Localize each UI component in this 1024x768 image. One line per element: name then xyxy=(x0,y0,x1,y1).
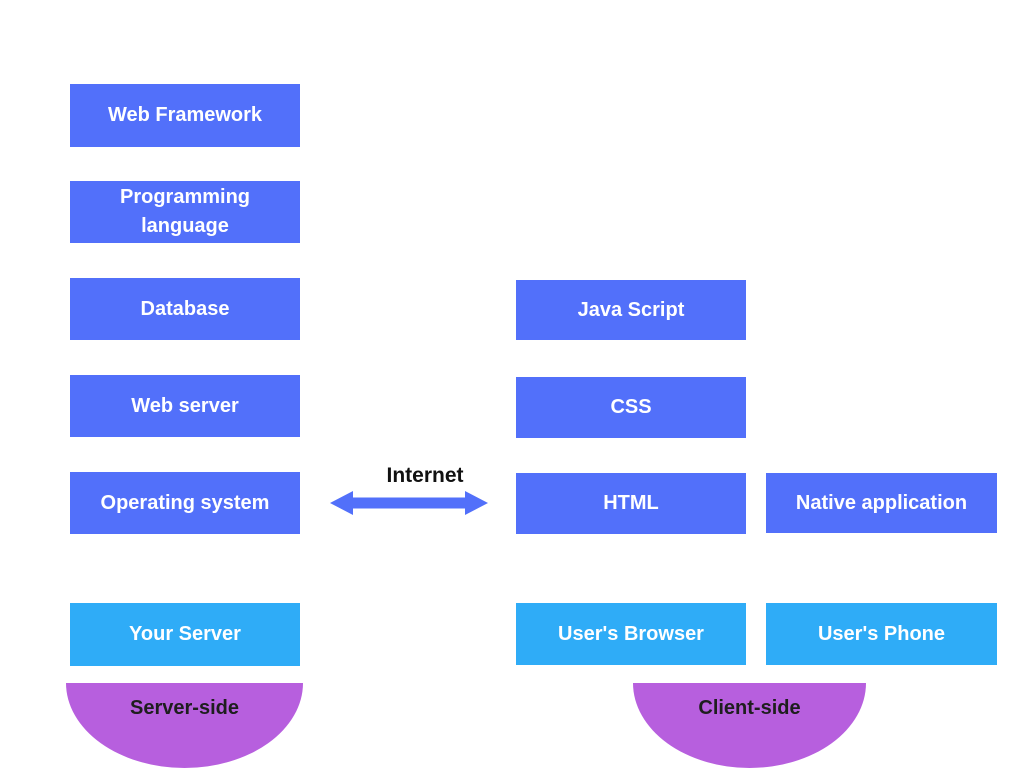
box-web-server: Web server xyxy=(70,375,300,437)
box-html: HTML xyxy=(516,473,746,534)
box-programming-language-label: Programming language xyxy=(119,186,251,237)
box-your-server-label: Your Server xyxy=(129,623,241,645)
client-side-platform: Client-side xyxy=(633,683,866,768)
internet-label: Internet xyxy=(386,464,464,487)
box-native-application: Native application xyxy=(766,473,997,533)
box-programming-language: Programming language xyxy=(70,181,300,243)
box-javascript-label: Java Script xyxy=(577,298,685,321)
box-css-label: CSS xyxy=(610,396,652,418)
box-operating-system: Operating system xyxy=(70,472,300,534)
server-side-platform: Server-side xyxy=(66,683,303,768)
box-database: Database xyxy=(70,278,300,340)
internet-arrow-icon xyxy=(330,491,488,515)
box-web-server-label: Web server xyxy=(131,394,239,417)
box-users-phone: User's Phone xyxy=(766,603,997,665)
box-css: CSS xyxy=(516,377,746,438)
box-javascript: Java Script xyxy=(516,280,746,340)
box-users-browser: User's Browser xyxy=(516,603,746,665)
box-web-framework-label: Web Framework xyxy=(107,104,263,126)
box-database-label: Database xyxy=(140,297,230,320)
box-users-browser-label: User's Browser xyxy=(558,622,704,645)
box-your-server: Your Server xyxy=(70,603,300,666)
box-web-framework: Web Framework xyxy=(70,84,300,147)
box-html-label: HTML xyxy=(603,492,659,514)
box-native-application-label: Native application xyxy=(795,491,968,514)
box-operating-system-label: Operating system xyxy=(100,491,270,514)
server-side-platform-label: Server-side xyxy=(130,697,239,719)
box-users-phone-label: User's Phone xyxy=(817,622,946,645)
client-side-platform-label: Client-side xyxy=(698,697,801,719)
